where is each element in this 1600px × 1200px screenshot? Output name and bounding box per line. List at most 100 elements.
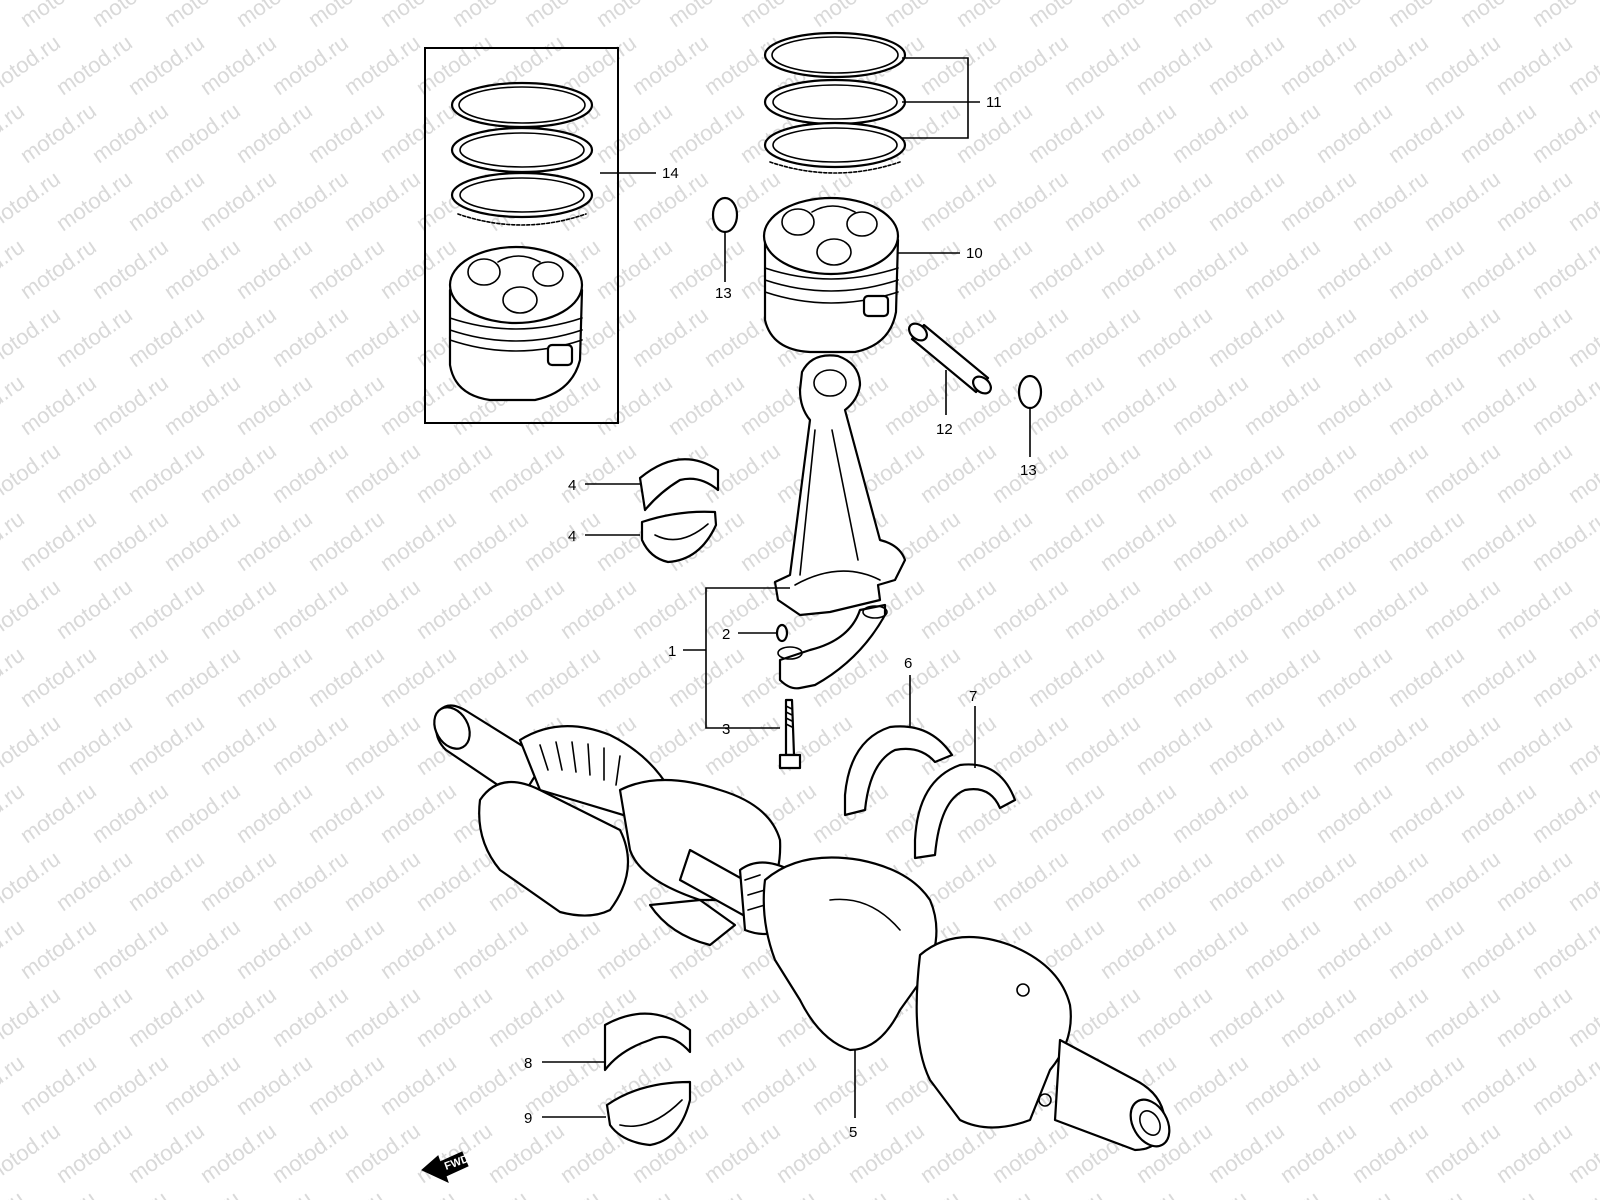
watermark-text: motod.ru <box>375 1050 460 1120</box>
watermark-text: motod.ru <box>0 846 65 916</box>
watermark-text: motod.ru <box>591 0 676 32</box>
watermark-text: motod.ru <box>267 710 352 780</box>
watermark-text: motod.ru <box>1095 506 1180 576</box>
crankshaft <box>433 704 1171 1152</box>
watermark-text: motod.ru <box>411 1118 496 1188</box>
watermark-text: motod.ru <box>411 982 496 1052</box>
watermark-text: motod.ru <box>159 642 244 712</box>
main-bearing-lower <box>605 1080 692 1147</box>
watermark-text: motod.ru <box>699 710 784 780</box>
piston-set-piston-drawing <box>448 245 584 402</box>
watermark-text: motod.ru <box>123 30 208 100</box>
watermark-text: motod.ru <box>87 234 172 304</box>
watermark-text: motod.ru <box>303 1050 388 1120</box>
watermark-text: motod.ru <box>0 1118 65 1188</box>
watermark-text: motod.ru <box>1059 30 1144 100</box>
watermark-text: motod.ru <box>1419 710 1504 780</box>
watermark-text: motod.ru <box>1347 1118 1432 1188</box>
watermark-text: motod.ru <box>231 914 316 984</box>
watermark-text: motod.ru <box>0 710 65 780</box>
watermark-text: motod.ru <box>1095 1186 1180 1200</box>
watermark-text: motod.ru <box>411 574 496 644</box>
watermark-text: motod.ru <box>987 166 1072 236</box>
watermark-text: motod.ru <box>375 98 460 168</box>
watermark-text: motod.ru <box>159 778 244 848</box>
callout-7: 7 <box>969 688 977 705</box>
watermark-text: motod.ru <box>1455 1186 1540 1200</box>
watermark-text: motod.ru <box>1239 98 1324 168</box>
watermark-text: motod.ru <box>339 846 424 916</box>
watermark-text: motod.ru <box>447 1050 532 1120</box>
watermark-text: motod.ru <box>1491 982 1576 1052</box>
watermark-text: motod.ru <box>51 302 136 372</box>
watermark-text: motod.ru <box>1383 370 1468 440</box>
watermark-text: motod.ru <box>447 1186 532 1200</box>
watermark-text: motod.ru <box>1347 982 1432 1052</box>
watermark-text: motod.ru <box>1203 982 1288 1052</box>
watermark-text: motod.ru <box>483 1118 568 1188</box>
watermark-text: motod.ru <box>663 1186 748 1200</box>
watermark-text: motod.ru <box>0 302 65 372</box>
watermark-text: motod.ru <box>87 1050 172 1120</box>
watermark-text: motod.ru <box>159 1050 244 1120</box>
watermark-text: motod.ru <box>1347 574 1432 644</box>
watermark-text: motod.ru <box>1419 982 1504 1052</box>
watermark-text: motod.ru <box>1311 0 1396 32</box>
watermark-text: motod.ru <box>1491 30 1576 100</box>
watermark-text: motod.ru <box>807 1186 892 1200</box>
watermark-text: motod.ru <box>1455 506 1540 576</box>
watermark-text: motod.ru <box>339 982 424 1052</box>
watermark-text: motod.ru <box>1455 98 1540 168</box>
watermark-text: motod.ru <box>1095 370 1180 440</box>
watermark-text: motod.ru <box>1527 370 1600 440</box>
watermark-text: motod.ru <box>879 1186 964 1200</box>
watermark-text: motod.ru <box>735 1186 820 1200</box>
watermark-text: motod.ru <box>1095 642 1180 712</box>
watermark-text: motod.ru <box>303 0 388 32</box>
watermark-text: motod.ru <box>915 438 1000 508</box>
watermark-text: motod.ru <box>1491 846 1576 916</box>
watermark-text: motod.ru <box>591 642 676 712</box>
watermark-text: motod.ru <box>375 506 460 576</box>
watermark-text: motod.ru <box>339 438 424 508</box>
watermark-text: motod.ru <box>375 234 460 304</box>
watermark-text: motod.ru <box>447 642 532 712</box>
watermark-text: motod.ru <box>267 166 352 236</box>
watermark-text: motod.ru <box>1167 1050 1252 1120</box>
watermark-text: motod.ru <box>987 302 1072 372</box>
watermark-text: motod.ru <box>123 710 208 780</box>
watermark-text: motod.ru <box>303 1186 388 1200</box>
watermark-text: motod.ru <box>627 30 712 100</box>
watermark-text: motod.ru <box>1347 438 1432 508</box>
watermark-text: motod.ru <box>519 914 604 984</box>
watermark-text: motod.ru <box>483 438 568 508</box>
callout-13-lower: 13 <box>1020 462 1037 479</box>
watermark-text: motod.ru <box>375 642 460 712</box>
watermark-text: motod.ru <box>1455 778 1540 848</box>
watermark-text: motod.ru <box>1419 1118 1504 1188</box>
watermark-text: motod.ru <box>1131 166 1216 236</box>
watermark-text: motod.ru <box>1311 234 1396 304</box>
piston <box>762 196 900 354</box>
watermark-text: motod.ru <box>339 710 424 780</box>
watermark-text: motod.ru <box>1239 1050 1324 1120</box>
watermark-text: motod.ru <box>483 574 568 644</box>
callout-11: 11 <box>986 94 1002 111</box>
watermark-text: motod.ru <box>1239 0 1324 32</box>
watermark-text: motod.ru <box>159 914 244 984</box>
watermark-text: motod.ru <box>1275 846 1360 916</box>
watermark-text: motod.ru <box>1023 1186 1108 1200</box>
watermark-text: motod.ru <box>123 166 208 236</box>
watermark-text: motod.ru <box>1275 166 1360 236</box>
callout-9: 9 <box>524 1110 532 1127</box>
watermark-text: motod.ru <box>1491 710 1576 780</box>
watermark-text: motod.ru <box>1347 302 1432 372</box>
watermark-text: motod.ru <box>339 30 424 100</box>
watermark-text: motod.ru <box>1419 846 1504 916</box>
watermark-text: motod.ru <box>1383 914 1468 984</box>
watermark-text: motod.ru <box>771 1118 856 1188</box>
watermark-text: motod.ru <box>1311 914 1396 984</box>
watermark-text: motod.ru <box>15 1186 100 1200</box>
watermark-text: motod.ru <box>591 370 676 440</box>
watermark-text: motod.ru <box>1059 710 1144 780</box>
